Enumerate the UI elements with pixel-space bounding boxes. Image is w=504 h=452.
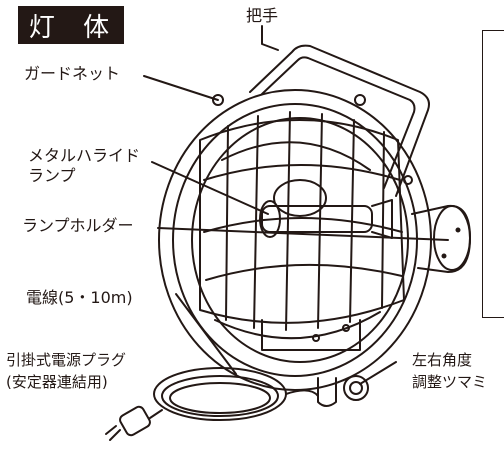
angle-knob-label-line2: 調整ツマミ (412, 373, 488, 391)
power-plug-illustration (119, 405, 151, 437)
side-note-panel (482, 30, 504, 318)
lamp-holder-illustration (261, 205, 373, 233)
guard-net-label: ガードネット (24, 64, 121, 83)
mount-post (317, 377, 337, 407)
angle-knob-label-line1: 左右角度 (412, 351, 473, 369)
handle-label: 把手 (246, 6, 279, 25)
section-title: 灯 体 (18, 6, 124, 44)
metal-halide-label-line2: ランプ (28, 166, 76, 185)
handle-illustration (249, 44, 430, 197)
lamp-bulb (273, 179, 327, 217)
wire-label: 電線(5・10m) (26, 288, 133, 307)
power-plug-label-line1: 引掛式電源プラグ (6, 351, 127, 369)
metal-halide-label-line1: メタルハライド (28, 146, 141, 165)
lamp-holder-label: ランプホルダー (22, 216, 134, 235)
adjust-knob-illustration (343, 375, 369, 401)
power-plug-label-line2: (安定器連結用) (6, 373, 108, 391)
